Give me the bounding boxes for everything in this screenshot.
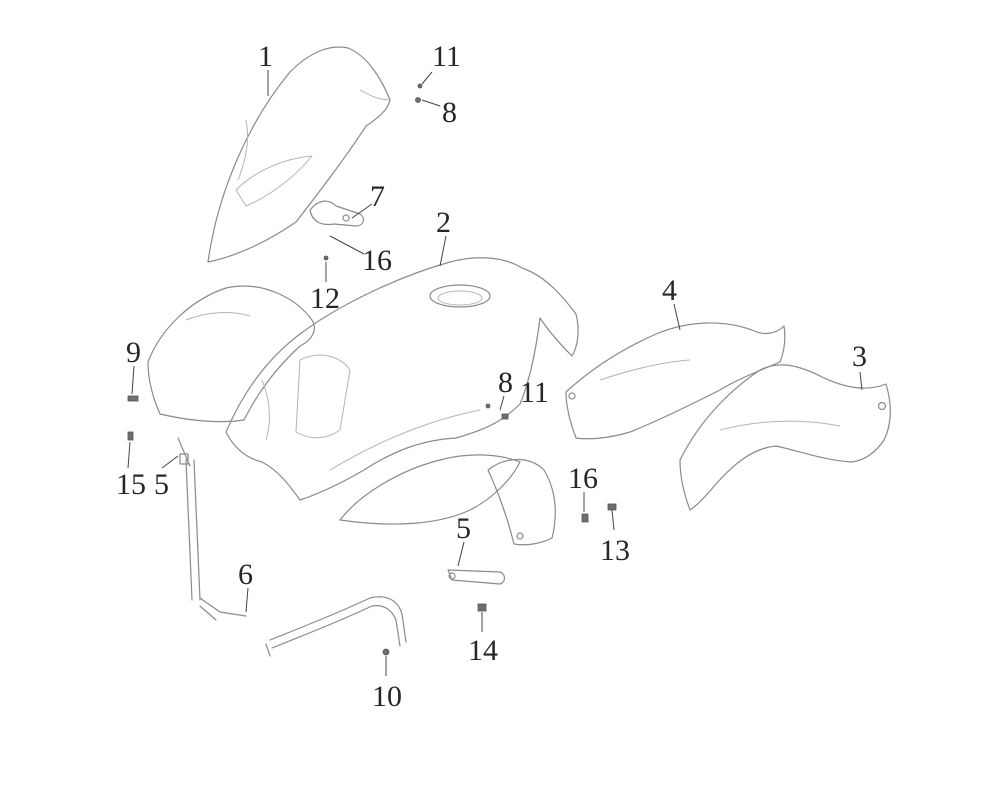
- callouts: 1 11 8 7 16 2 12 4 3 9 8 11 15 5 16 13 5…: [116, 40, 867, 713]
- callout-8-top: 8: [442, 96, 457, 129]
- callout-13: 13: [600, 534, 630, 567]
- part-rack-bar: [185, 459, 407, 657]
- callout-5-left: 5: [154, 468, 169, 501]
- callout-16-top: 16: [362, 244, 392, 277]
- part-side-panel: [565, 322, 786, 440]
- part-bracket: [309, 200, 365, 227]
- part-stay-bracket: [447, 569, 506, 585]
- callout-10: 10: [372, 680, 402, 713]
- callout-11-top: 11: [432, 40, 461, 73]
- callout-8-mid: 8: [498, 366, 513, 399]
- part-footrest-panel: [679, 364, 891, 511]
- leader-lines: [127, 70, 863, 676]
- callout-7: 7: [370, 180, 385, 213]
- callout-14: 14: [468, 634, 498, 667]
- callout-1: 1: [258, 40, 273, 73]
- callout-3: 3: [852, 340, 867, 373]
- part-front-fender: [225, 257, 579, 546]
- callout-6: 6: [238, 558, 253, 591]
- callout-11-mid: 11: [520, 376, 549, 409]
- callout-15: 15: [116, 468, 146, 501]
- callout-2: 2: [436, 206, 451, 239]
- hardware: [127, 83, 617, 656]
- part-front-upper-cover: [147, 285, 315, 423]
- part-stay-left: [177, 437, 191, 467]
- callout-9: 9: [126, 336, 141, 369]
- callout-16-mid: 16: [568, 462, 598, 495]
- callout-12: 12: [310, 282, 340, 315]
- callout-4: 4: [662, 274, 677, 307]
- part-windshield: [207, 46, 391, 263]
- callout-5-lower: 5: [456, 512, 471, 545]
